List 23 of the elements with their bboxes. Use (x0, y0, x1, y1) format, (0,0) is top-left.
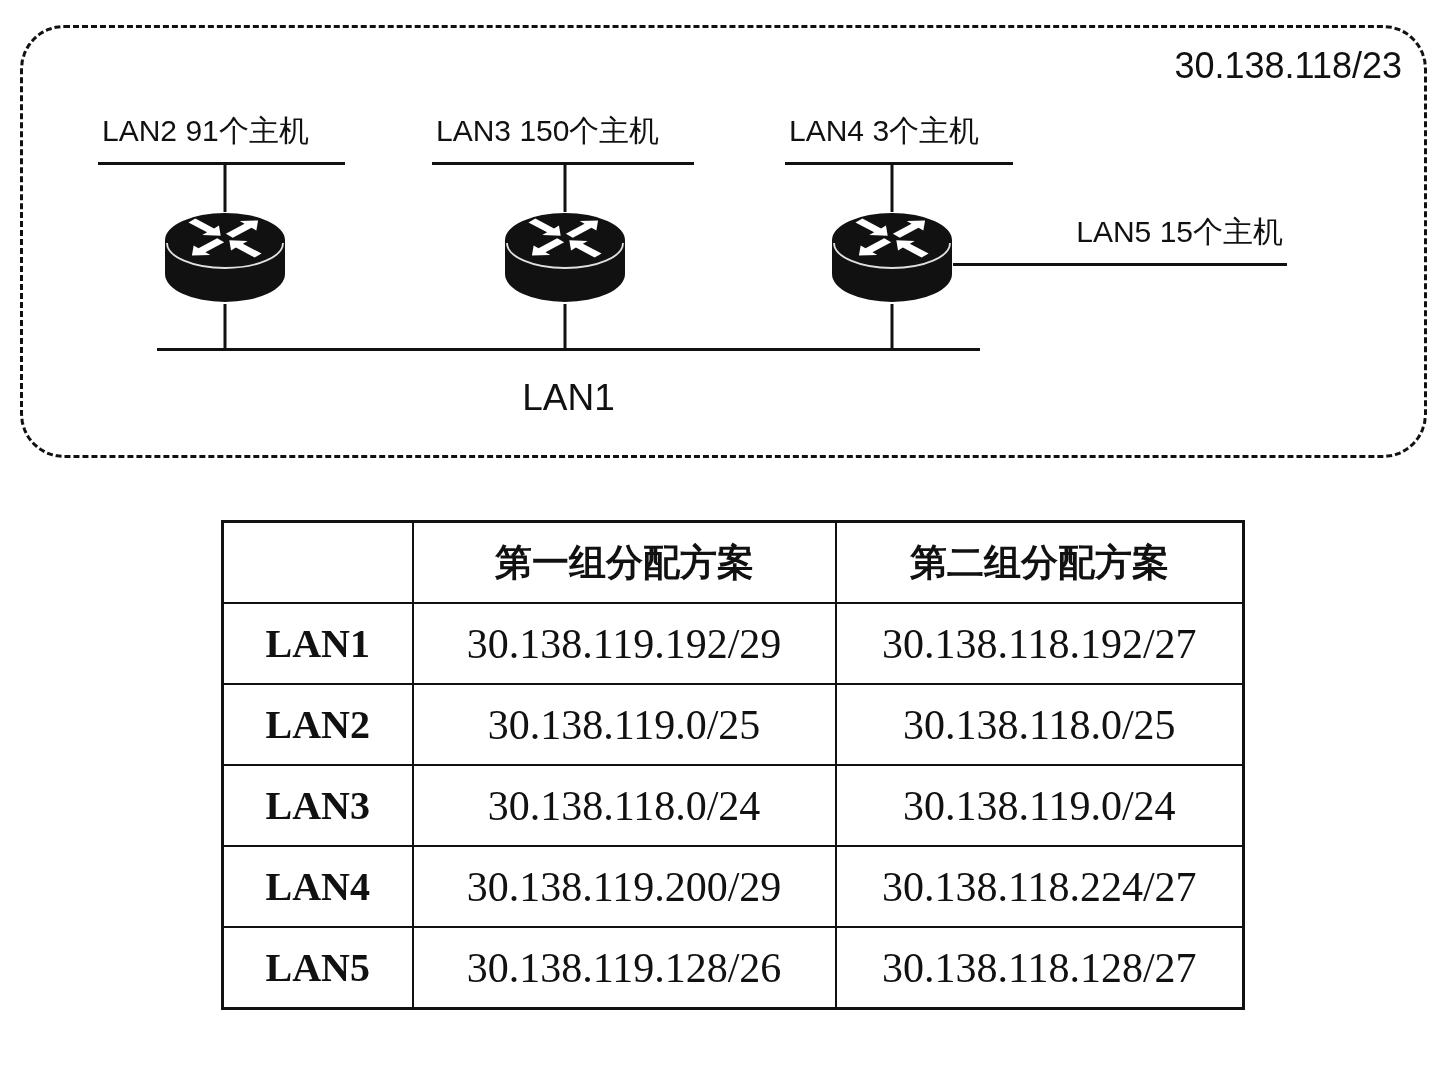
network-address-label: 30.138.118/23 (1174, 46, 1402, 86)
row-heading: LAN2 (222, 684, 413, 765)
router-icon (164, 212, 286, 304)
router-icon (504, 212, 626, 304)
network-label: LAN2 91个主机 (102, 113, 309, 149)
network-label: LAN5 15个主机 (1076, 214, 1283, 250)
row-heading: LAN1 (222, 603, 413, 684)
row-heading: LAN3 (222, 765, 413, 846)
connector-line (953, 263, 1030, 266)
connector-line (563, 304, 567, 348)
network-label: LAN4 3个主机 (789, 113, 980, 149)
column-heading: 第一组分配方案 (412, 521, 836, 603)
dashed-boundary (20, 25, 1427, 458)
address-value: 30.138.119.0/25 (412, 684, 836, 765)
address-value: 30.138.118.0/24 (412, 765, 836, 846)
address-value: 30.138.119.200/29 (412, 846, 836, 927)
network-label: LAN1 (522, 377, 615, 419)
connector-line (223, 304, 227, 348)
row-heading: LAN4 (222, 846, 413, 927)
address-value: 30.138.119.192/29 (412, 603, 836, 684)
router-icon (831, 212, 953, 304)
connector-line (890, 304, 894, 348)
network-label: LAN3 150个主机 (436, 113, 660, 149)
